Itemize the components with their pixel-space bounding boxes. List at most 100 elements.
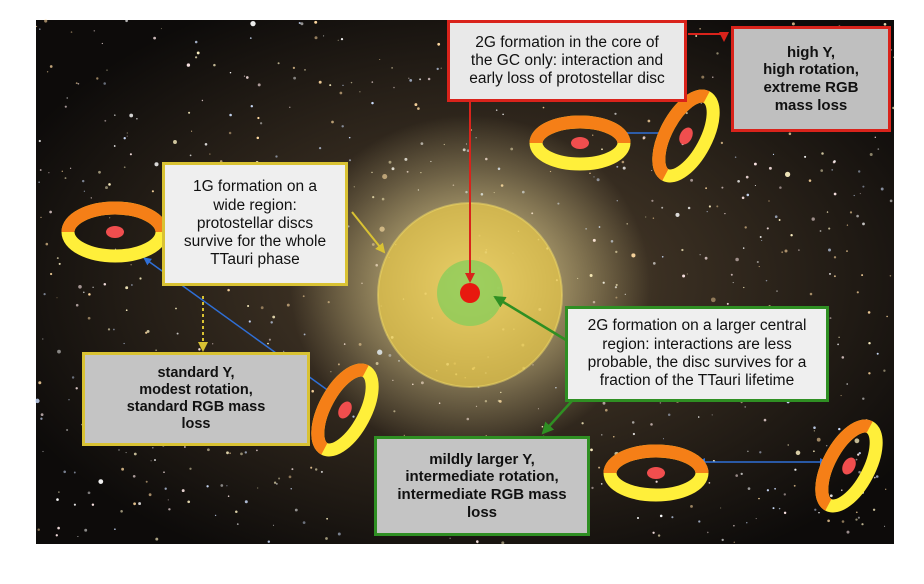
star-dot xyxy=(104,119,107,122)
star-dot xyxy=(686,273,688,275)
star-dot xyxy=(118,449,120,451)
star-dot xyxy=(592,134,594,136)
star-dot xyxy=(855,518,858,521)
star-dot xyxy=(352,415,355,418)
star-dot xyxy=(820,169,824,172)
star-dot xyxy=(590,448,593,452)
star-dot xyxy=(90,197,93,199)
star-dot xyxy=(248,320,251,323)
star-dot xyxy=(83,291,85,294)
star-dot xyxy=(598,466,601,469)
star-dot xyxy=(701,75,705,79)
star-dot xyxy=(813,430,815,432)
star-dot xyxy=(146,329,150,333)
star-dot xyxy=(318,80,322,84)
star-dot xyxy=(267,540,271,543)
star-dot xyxy=(759,451,762,454)
star-dot xyxy=(81,179,85,183)
star-dot xyxy=(184,446,186,448)
star-dot xyxy=(49,272,53,276)
star-dot xyxy=(849,211,853,214)
star-dot xyxy=(495,109,498,111)
star-dot xyxy=(206,485,209,488)
star-dot xyxy=(37,528,40,531)
star-dot xyxy=(189,154,192,157)
star-dot xyxy=(300,22,304,26)
star-dot xyxy=(164,487,167,490)
star-dot xyxy=(712,76,714,78)
star-dot xyxy=(148,493,152,497)
star-dot xyxy=(337,532,341,536)
star-dot xyxy=(69,167,72,169)
star-dot xyxy=(121,467,125,471)
star-dot xyxy=(175,307,177,310)
star-dot xyxy=(699,27,701,30)
star-dot xyxy=(873,476,876,479)
star-dot xyxy=(754,184,756,187)
star-dot xyxy=(778,219,781,221)
star-dot xyxy=(652,262,656,265)
star-dot xyxy=(846,383,848,385)
star-dot xyxy=(329,84,332,87)
star-dot xyxy=(747,450,749,453)
star-dot xyxy=(68,399,70,401)
star-dot xyxy=(257,83,261,87)
star-dot xyxy=(636,516,640,520)
star-dot xyxy=(240,452,243,456)
star-dot xyxy=(152,446,154,449)
arrow-core-note-to-outcome xyxy=(688,32,729,42)
star-dot xyxy=(875,475,879,478)
star-dot xyxy=(326,517,328,520)
star-dot xyxy=(38,381,42,385)
star-dot xyxy=(43,292,46,296)
star-dot xyxy=(857,453,860,456)
star-dot xyxy=(348,136,351,139)
star-dot xyxy=(861,523,864,526)
star-dot xyxy=(667,413,671,417)
star-dot xyxy=(632,432,636,436)
star-dot xyxy=(779,186,782,189)
star-dot xyxy=(437,42,441,46)
star-dot xyxy=(427,77,431,81)
star-dot xyxy=(342,84,344,86)
star-dot xyxy=(267,342,269,345)
star-dot xyxy=(57,349,61,354)
star-dot xyxy=(314,20,318,24)
star-dot xyxy=(651,170,653,172)
star-dot xyxy=(129,113,134,118)
central-formation-note: 2G formation on a larger central region:… xyxy=(565,306,829,402)
star-dot xyxy=(419,78,422,81)
star-dot xyxy=(631,421,635,424)
star-dot xyxy=(809,292,813,296)
star-dot xyxy=(126,132,128,134)
star-dot xyxy=(681,248,684,252)
star-dot xyxy=(257,487,259,489)
star-dot xyxy=(661,255,664,258)
star-dot xyxy=(732,282,734,284)
star-dot xyxy=(250,104,254,108)
star-dot xyxy=(858,170,861,173)
star-dot xyxy=(70,31,73,33)
star-dot xyxy=(682,274,686,278)
star-dot xyxy=(236,523,239,525)
star-dot xyxy=(659,402,662,404)
star-dot xyxy=(772,153,775,155)
star-dot xyxy=(77,535,79,538)
star-dot xyxy=(883,22,887,26)
star-dot xyxy=(176,332,179,335)
star-dot xyxy=(48,172,50,174)
star-dot xyxy=(42,338,44,340)
star-dot xyxy=(659,514,663,518)
star-dot xyxy=(87,316,91,320)
star-dot xyxy=(788,132,792,136)
disc-wide-right xyxy=(311,363,379,457)
star-dot xyxy=(436,67,439,71)
star-dot xyxy=(783,493,786,496)
star-dot xyxy=(314,468,318,471)
star-dot xyxy=(417,107,420,110)
star-dot xyxy=(256,449,258,452)
star-dot xyxy=(304,69,306,71)
wide-outcome-box: standard Y, modest rotation, standard RG… xyxy=(82,352,310,446)
star-dot xyxy=(260,306,264,310)
star-dot xyxy=(772,507,775,510)
